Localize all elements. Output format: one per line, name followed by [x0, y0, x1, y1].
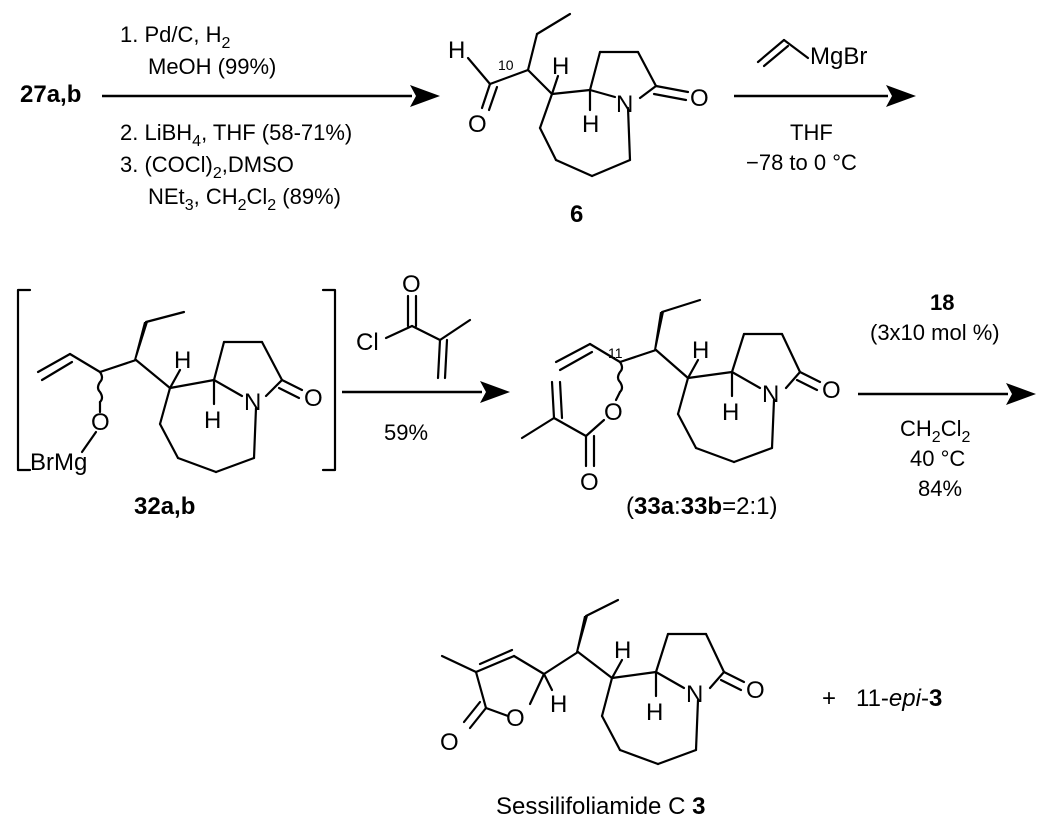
cmpd33-atom-O-carbonyl: O: [580, 469, 599, 496]
compound-32-structure: [36, 310, 304, 474]
product-atom-O-carbonyl: O: [440, 729, 459, 756]
start-material-label: 27a,b: [20, 81, 81, 108]
cmpd32-atom-O: O: [91, 409, 110, 436]
cmpd32-atom-O: O: [304, 385, 323, 412]
cmpd32-atom-H-1: H: [174, 347, 191, 374]
cmpd6-atom-H-1: H: [552, 53, 569, 80]
cmpd6-atom-O-aldehyde: O: [468, 111, 487, 138]
cmpd6-atom-O: O: [690, 85, 709, 112]
product-atom-O-ring: O: [506, 705, 525, 732]
step2-solvent: THF: [790, 120, 833, 145]
epimer-label: 11-epi-3: [856, 685, 942, 712]
reagent-atom-Cl: Cl: [356, 329, 379, 356]
compound-33-structure: [520, 298, 822, 468]
step4-loading: (3x10 mol %): [870, 320, 1000, 345]
grignard-reagent: MgBr: [810, 43, 867, 70]
cmpd32-atom-N: N: [244, 389, 261, 416]
methacryloyl-chloride-structure: [384, 294, 472, 380]
product-atom-H-bridge: H: [646, 699, 663, 726]
product-atom-H-ring: H: [614, 637, 631, 664]
step4-temperature: 40 °C: [910, 446, 965, 471]
product-atom-O: O: [746, 677, 765, 704]
compound-6-structure: [466, 12, 690, 178]
product-atom-H-butenolide: H: [550, 691, 567, 718]
step2-temperature: −78 to 0 °C: [746, 150, 857, 175]
step4-solvent: CH2Cl2: [900, 416, 970, 446]
cmpd6-locant-10: 10: [498, 57, 514, 73]
cmpd33-atom-H-2: H: [722, 399, 739, 426]
cmpd6-atom-N: N: [616, 91, 633, 118]
vinyl-group: [756, 38, 810, 68]
cmpd33-atom-N: N: [762, 381, 779, 408]
cmpd33-locant-11: 11: [608, 345, 623, 361]
cmpd32-atom-BrMg: BrMg: [30, 449, 87, 476]
step1-condition-3b: NEt3, CH2Cl2 (89%): [148, 184, 341, 214]
plus-sign: +: [822, 685, 836, 712]
product-atom-N: N: [686, 681, 703, 708]
compound-32-label: 32a,b: [134, 493, 195, 520]
cmpd32-atom-H-2: H: [204, 407, 221, 434]
step4-yield: 84%: [918, 476, 962, 501]
cmpd33-atom-H-1: H: [692, 337, 709, 364]
reagent-atom-O: O: [402, 271, 421, 298]
reaction-arrow-2: [734, 85, 916, 107]
step1-condition-3: 3. (COCl)2,DMSO: [120, 152, 294, 182]
step1-condition-1b: MeOH (99%): [148, 54, 276, 79]
cmpd33-atom-O: O: [822, 377, 841, 404]
compound-6-label: 6: [570, 201, 583, 228]
step4-catalyst: 18: [930, 290, 954, 315]
product-name-label: Sessilifoliamide C 3: [496, 793, 705, 820]
cmpd6-atom-H-2: H: [582, 111, 599, 138]
step3-yield: 59%: [384, 420, 428, 445]
intermediate-brackets: [16, 288, 337, 472]
compound-33-label: (33a:33b=2:1): [626, 493, 777, 520]
sessilifoliamide-structure: [440, 598, 746, 766]
cmpd6-atom-H-aldehyde: H: [448, 37, 465, 64]
reaction-arrow-4: [858, 383, 1036, 405]
step1-condition-2: 2. LiBH4, THF (58-71%): [120, 120, 352, 150]
step1-condition-1: 1. Pd/C, H2: [120, 22, 230, 52]
reaction-arrow-1: [102, 85, 440, 107]
cmpd33-atom-O-ester: O: [604, 399, 623, 426]
reaction-arrow-3: [342, 381, 510, 403]
